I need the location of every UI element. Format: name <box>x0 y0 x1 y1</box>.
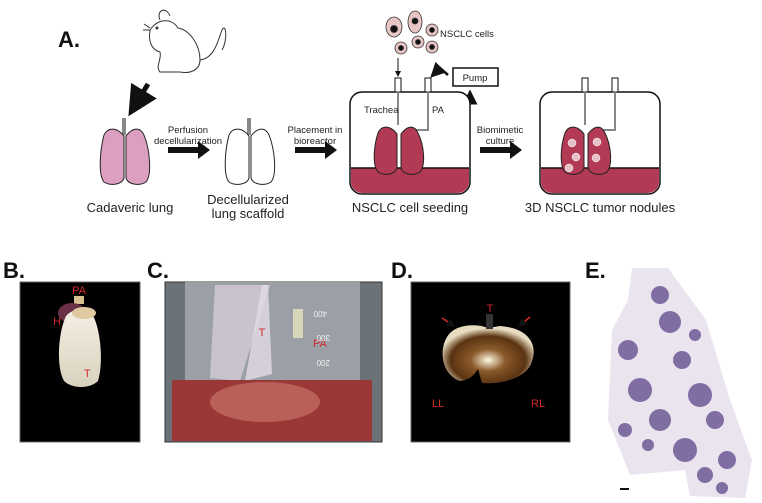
c-pa-label: PA <box>313 338 328 350</box>
b-h-label: H <box>53 316 61 328</box>
arrow3-label-line2: culture <box>486 136 515 147</box>
arrow1-label-line2: decellularization <box>154 136 222 147</box>
step-cell-seeding: NSCLC cell seeding <box>352 200 468 215</box>
d-t-label: T <box>487 303 494 315</box>
arrow3-label-line1: Biomimetic <box>477 125 524 136</box>
c-grad-200: 200 <box>316 358 330 367</box>
histology-section <box>608 268 752 498</box>
pump-label: Pump <box>463 73 488 84</box>
arrow2-label-line1: Placement in <box>288 125 343 136</box>
d-ll-label: LL <box>432 398 444 410</box>
nsclc-cells-icon <box>385 10 439 55</box>
b-pa-label: PA <box>72 285 87 297</box>
panel-d-label: D. <box>391 258 413 283</box>
c-t-label: T <box>259 327 266 339</box>
panel-a-label: A. <box>58 27 80 52</box>
c-grad-400: 400 <box>313 309 327 318</box>
scale-bar <box>620 488 629 490</box>
bioreactor-tumor-nodules <box>539 77 661 195</box>
arrow-right-1 <box>168 141 210 159</box>
d-rl-label: RL <box>531 398 545 410</box>
step-cadaveric-lung: Cadaveric lung <box>87 200 174 215</box>
decellularized-lung-icon <box>224 118 276 185</box>
b-t-label: T <box>84 368 91 380</box>
trachea-label: Trachea <box>364 105 399 116</box>
nsclc-cells-label: NSCLC cells <box>440 29 494 40</box>
d-arrow-right <box>517 316 531 327</box>
step-tumor-nodules: 3D NSCLC tumor nodules <box>525 200 676 215</box>
bioreactor-seeding <box>349 77 471 195</box>
pump-box <box>452 67 499 87</box>
arrow-pump-to-pa <box>430 61 449 78</box>
photo-c-bioreactor <box>164 281 383 443</box>
mouse-icon <box>143 9 227 73</box>
arrow-mouse-to-lung <box>128 82 157 117</box>
arrow-right-2 <box>295 141 337 159</box>
arrow2-label-line2: bioreactor <box>294 136 336 147</box>
photo-d-seeded-lung <box>410 281 571 443</box>
d-arrow-left <box>441 317 456 327</box>
panel-b-label: B. <box>3 258 25 283</box>
c-grad-300: 300 <box>316 333 330 342</box>
panel-e-label: E. <box>585 258 606 283</box>
step-decellularized-line2: lung scaffold <box>212 206 285 221</box>
cadaveric-lung-icon <box>99 118 151 185</box>
panel-c-label: C. <box>147 258 169 283</box>
pa-label: PA <box>432 105 445 116</box>
photo-b-lung-specimen <box>19 281 141 443</box>
step-decellularized-line1: Decellularized <box>207 192 289 207</box>
arrow1-label-line1: Perfusion <box>168 125 208 136</box>
arrow-right-3 <box>480 141 522 159</box>
